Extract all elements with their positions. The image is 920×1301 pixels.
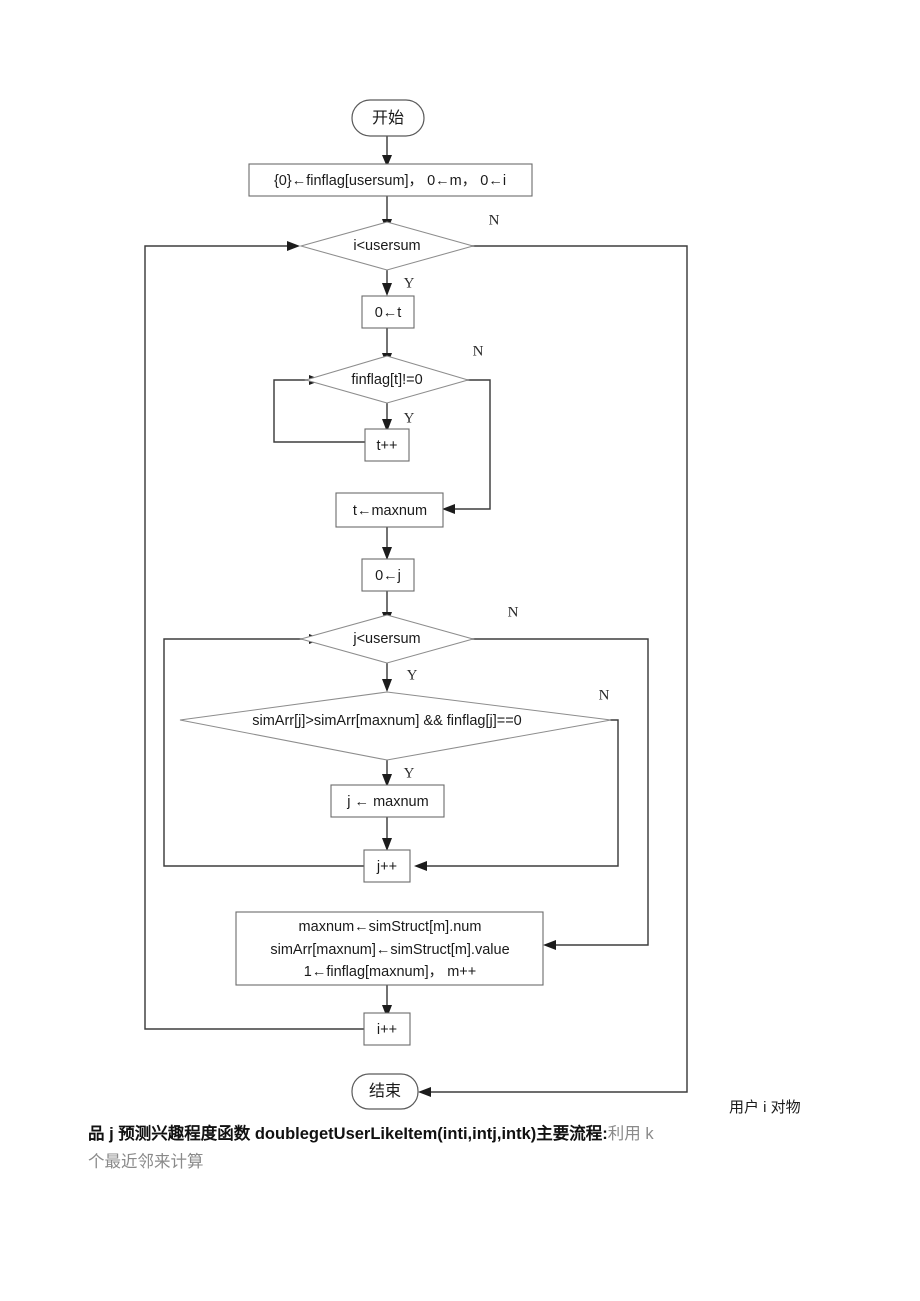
arrowhead-cond-i-yes bbox=[382, 283, 392, 296]
cond-sim-label: simArr[j]>simArr[maxnum] && finflag[j]==… bbox=[252, 713, 522, 729]
node-t-assign[interactable]: t←maxnum bbox=[335, 492, 444, 528]
update-line-2: simArr[maxnum]←simStruct[m].value bbox=[270, 942, 509, 958]
arrowhead-cond-sim-no bbox=[414, 861, 427, 871]
caption-line-1-muted: 利用 k bbox=[607, 1125, 654, 1143]
edge-cond-i-no-to-end bbox=[428, 245, 688, 1093]
cond-i-label: i<usersum bbox=[353, 238, 420, 254]
branch-label-cond-finflag-yes: Y bbox=[404, 410, 415, 426]
branch-label-cond-j-yes: Y bbox=[407, 667, 418, 683]
node-cond-j[interactable]: j<usersum bbox=[299, 614, 475, 664]
i-inc-shape bbox=[363, 1012, 411, 1046]
end-label: 结束 bbox=[369, 1082, 401, 1100]
cond-i-shape bbox=[299, 221, 475, 271]
node-t-inc[interactable]: t++ bbox=[364, 428, 410, 462]
node-update[interactable]: maxnum←simStruct[m].num simArr[maxnum]←s… bbox=[235, 911, 544, 986]
edge-j-inc-loopback bbox=[163, 638, 364, 867]
node-cond-sim[interactable]: simArr[j]>simArr[maxnum] && finflag[j]==… bbox=[179, 691, 612, 761]
edge-i-inc-loopback bbox=[144, 245, 364, 1030]
init-label: {0}←finflag[usersum]， 0←m， 0←i bbox=[274, 173, 506, 189]
caption: 品 j 预测兴趣程度函数 doublegetUserLikeItem(inti,… bbox=[88, 1122, 708, 1175]
update-line-1: maxnum←simStruct[m].num bbox=[299, 919, 482, 935]
edges-group bbox=[144, 136, 688, 1097]
j-inc-shape bbox=[363, 849, 411, 883]
caption-line-1: 品 j 预测兴趣程度函数 doublegetUserLikeItem(inti,… bbox=[88, 1122, 708, 1148]
node-t-zero[interactable]: 0←t bbox=[361, 295, 415, 329]
caption-line-2: 个最近邻来计算 bbox=[88, 1152, 204, 1171]
node-start[interactable]: 开始 bbox=[351, 99, 425, 137]
end-shape bbox=[351, 1073, 419, 1110]
node-cond-i[interactable]: i<usersum bbox=[299, 221, 475, 271]
j-zero-shape bbox=[361, 558, 415, 592]
cond-j-shape bbox=[299, 614, 475, 664]
arrowhead-cond-j-no bbox=[543, 940, 556, 950]
edge-cond-finflag-no-to-t-assign bbox=[452, 379, 491, 510]
cond-finflag-label: finflag[t]!=0 bbox=[351, 372, 422, 388]
node-init[interactable]: {0}←finflag[usersum]， 0←m， 0←i bbox=[248, 163, 533, 197]
arrowhead-cond-sim-yes bbox=[382, 774, 392, 787]
edge-cond-j-no-to-update bbox=[444, 638, 649, 946]
edge-t-inc-loopback bbox=[273, 379, 365, 443]
t-assign-label: t←maxnum bbox=[353, 503, 427, 519]
j-assign-label: j ← maxnum bbox=[346, 794, 428, 810]
t-inc-label: t++ bbox=[377, 438, 398, 454]
branch-label-cond-i-yes: Y bbox=[404, 275, 415, 291]
j-zero-label: 0←j bbox=[375, 568, 401, 584]
cond-sim-shape bbox=[179, 691, 612, 761]
t-zero-shape bbox=[361, 295, 415, 329]
arrowhead-cond-finflag-no bbox=[442, 504, 455, 514]
j-assign-shape bbox=[330, 784, 445, 818]
cond-j-label: j<usersum bbox=[352, 631, 420, 647]
edge-cond-sim-no-to-j-inc bbox=[424, 719, 619, 867]
arrowhead-update-to-i-inc bbox=[382, 1005, 392, 1018]
arrowhead-cond-j-yes bbox=[382, 679, 392, 692]
branch-label-cond-sim-no: N bbox=[599, 687, 610, 703]
arrowhead-cond-finflag-yes bbox=[382, 419, 392, 432]
t-inc-shape bbox=[364, 428, 410, 462]
i-inc-label: i++ bbox=[377, 1022, 397, 1038]
t-assign-shape bbox=[335, 492, 444, 528]
arrowhead-start-to-init bbox=[382, 155, 392, 167]
floating-note: 用户 i 对物 bbox=[729, 1096, 801, 1117]
branch-label-cond-i-no: N bbox=[489, 212, 500, 228]
arrowhead-i-inc-loopback bbox=[287, 241, 300, 251]
branch-label-cond-j-no: N bbox=[508, 604, 519, 620]
arrowhead-cond-i-no-to-end bbox=[418, 1087, 431, 1097]
init-shape bbox=[248, 163, 533, 197]
update-shape bbox=[235, 911, 544, 986]
j-inc-label: j++ bbox=[376, 859, 397, 875]
node-end[interactable]: 结束 bbox=[351, 1073, 419, 1110]
branch-label-cond-finflag-no: N bbox=[473, 343, 484, 359]
node-cond-finflag[interactable]: finflag[t]!=0 bbox=[304, 355, 470, 404]
caption-line-1-strong: 品 j 预测兴趣程度函数 doublegetUserLikeItem(inti,… bbox=[88, 1125, 608, 1143]
start-shape bbox=[351, 99, 425, 137]
start-label: 开始 bbox=[372, 109, 404, 127]
update-line-3: 1←finflag[maxnum]， m++ bbox=[304, 964, 476, 980]
node-j-zero[interactable]: 0←j bbox=[361, 558, 415, 592]
arrowhead-j-assign-to-j-inc bbox=[382, 838, 392, 851]
node-i-inc[interactable]: i++ bbox=[363, 1012, 411, 1046]
cond-finflag-shape bbox=[304, 355, 470, 404]
arrowhead-t-assign-to-j-zero bbox=[382, 547, 392, 560]
node-j-assign[interactable]: j ← maxnum bbox=[330, 784, 445, 818]
node-j-inc[interactable]: j++ bbox=[363, 849, 411, 883]
floating-note-text: 用户 i 对物 bbox=[729, 1099, 801, 1116]
t-zero-label: 0←t bbox=[375, 305, 402, 321]
branch-label-cond-sim-yes: Y bbox=[404, 765, 415, 781]
